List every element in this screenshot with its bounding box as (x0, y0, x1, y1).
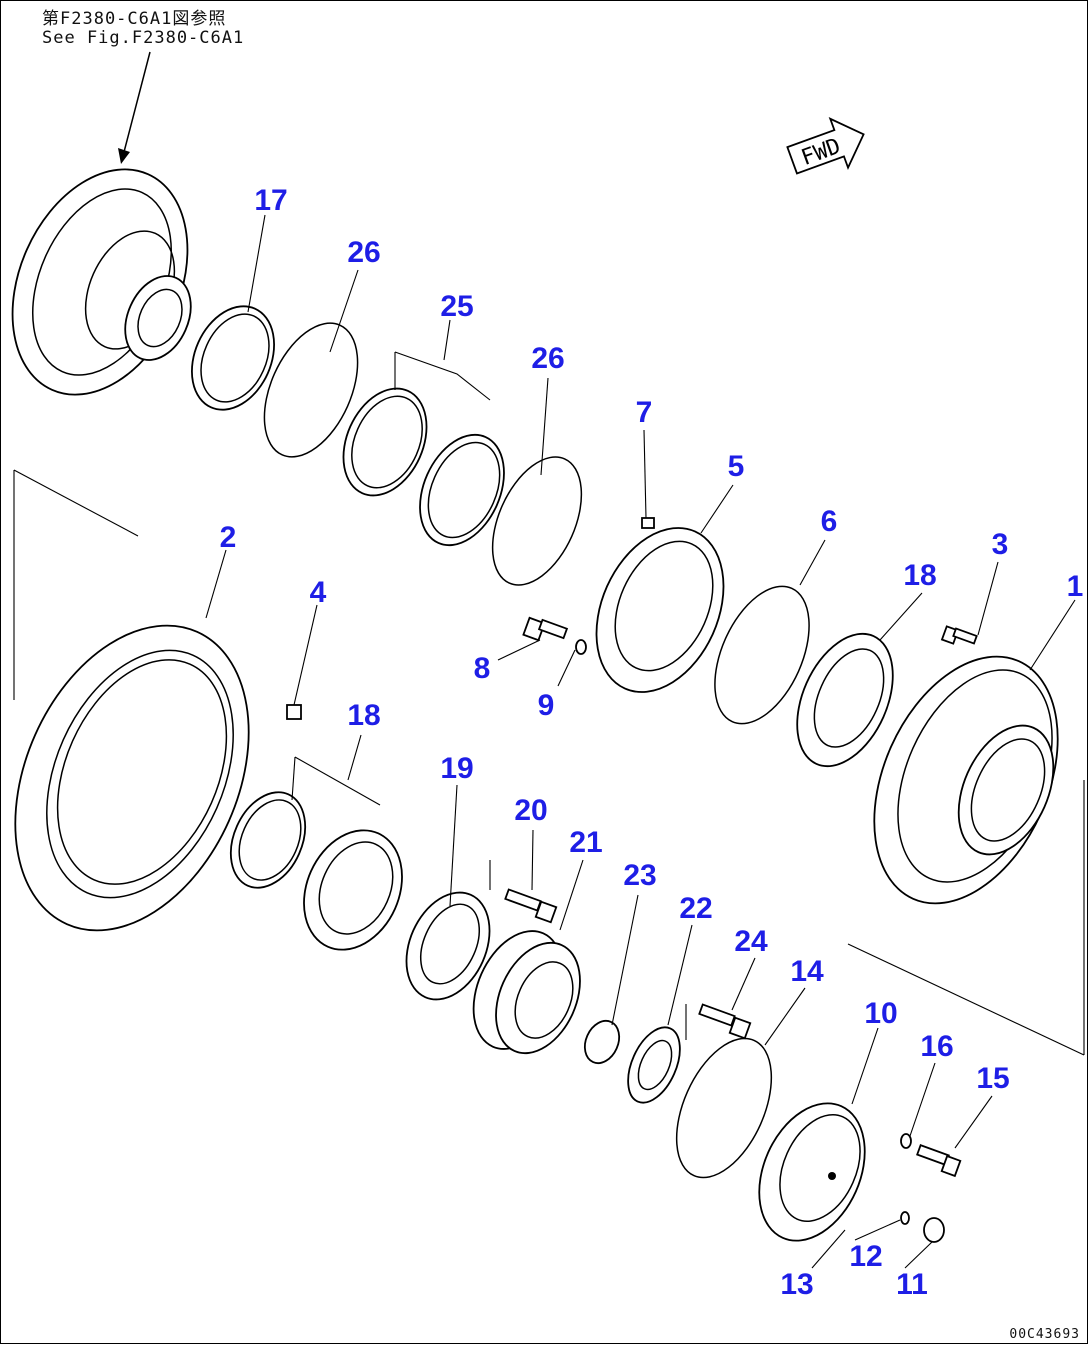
part-26-o-ring (491, 456, 583, 586)
reference-note-en: See Fig.F2380-C6A1 (42, 28, 245, 48)
part-23-collar (583, 1019, 621, 1065)
part-21-carrier (472, 930, 581, 1055)
callout-4: 4 (310, 576, 327, 609)
callout-23: 23 (623, 859, 656, 892)
callout-25: 25 (440, 290, 473, 323)
part-14-o-ring (675, 1037, 773, 1179)
callout-13: 13 (780, 1268, 813, 1301)
callout-7: 7 (636, 396, 653, 429)
part-6-o-ring (714, 585, 810, 725)
callout-10: 10 (864, 997, 897, 1030)
part-7-bolt (641, 517, 655, 529)
callout-20: 20 (514, 794, 547, 827)
callout-22: 22 (679, 892, 712, 925)
callout-labels: 1726252675246183189181920212322241410161… (220, 184, 1084, 1301)
callout-11: 11 (896, 1268, 928, 1301)
reference-arrow (118, 51, 151, 164)
part-5-cover (595, 527, 725, 693)
callout-1: 1 (1067, 570, 1084, 603)
part-10-cover (758, 1102, 866, 1242)
callout-18: 18 (347, 699, 380, 732)
part-4-nut (286, 704, 302, 720)
part-25-floating-seal (342, 387, 505, 547)
final-drive-assembly (11, 168, 192, 396)
leader-lines (205, 214, 1076, 1269)
callout-14: 14 (790, 955, 824, 988)
reference-note-jp: 第F2380-C6A1図参照 (42, 9, 227, 29)
fwd-arrow-icon: FWD (786, 117, 865, 175)
part-3-bolt (940, 625, 978, 645)
callout-2: 2 (220, 521, 237, 554)
part-11-plug (923, 1217, 945, 1243)
callout-6: 6 (821, 505, 838, 538)
callout-26: 26 (531, 342, 564, 375)
callout-15: 15 (976, 1062, 1009, 1095)
part-15-bolt (916, 1144, 962, 1178)
fwd-label: FWD (798, 134, 844, 171)
callout-9: 9 (538, 689, 555, 722)
part-17-seal (191, 305, 275, 411)
part-2-sprocket (14, 624, 250, 932)
callout-5: 5 (728, 450, 745, 483)
callout-21: 21 (569, 826, 602, 859)
callout-17: 17 (254, 184, 287, 217)
part-18-seal (796, 632, 894, 768)
callout-24: 24 (734, 925, 768, 958)
part-22-plate (627, 1026, 681, 1104)
drawing-code: 00C43693 (1009, 1327, 1080, 1342)
callout-18: 18 (903, 559, 936, 592)
part-20-bolt (504, 888, 558, 924)
part-12-o-ring (900, 1211, 910, 1225)
part-18-seal (229, 791, 403, 951)
callout-3: 3 (992, 528, 1009, 561)
callout-16: 16 (920, 1030, 953, 1063)
part-19-ring (405, 891, 491, 1001)
callout-19: 19 (440, 752, 473, 785)
group-lines (13, 351, 1085, 1056)
part-16-washer (900, 1133, 912, 1149)
callout-8: 8 (474, 652, 491, 685)
part-8-bolt (522, 616, 569, 642)
callout-12: 12 (849, 1240, 882, 1273)
part-26-o-ring (263, 322, 359, 458)
callout-26: 26 (347, 236, 380, 269)
part-1-hub (873, 655, 1059, 905)
part-24-bolt (698, 1003, 752, 1040)
part-9-washer (575, 639, 587, 655)
